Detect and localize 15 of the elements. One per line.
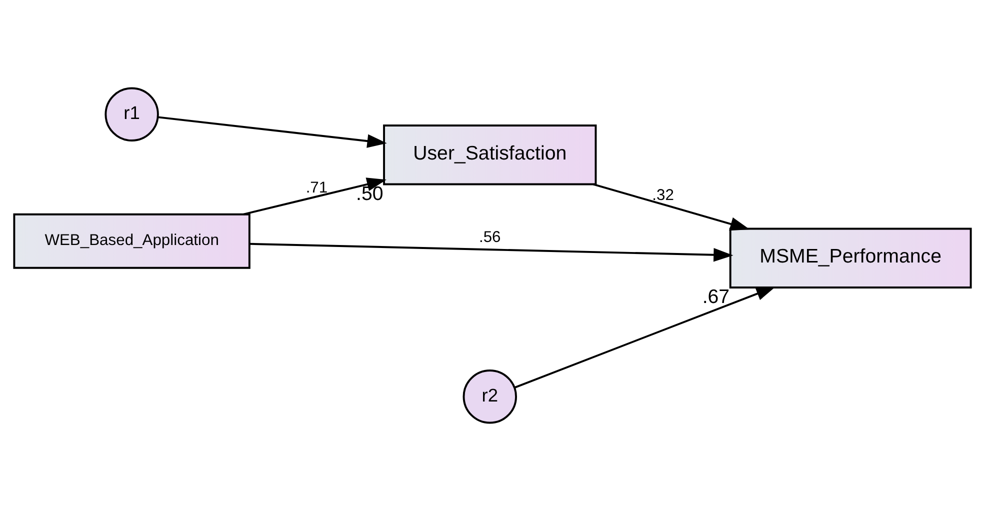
node-circle: r2	[462, 370, 517, 424]
node-circle: r1	[104, 87, 159, 142]
node-label: .50	[356, 182, 384, 205]
edge-label: .32	[652, 187, 674, 204]
arrow	[158, 116, 387, 148]
node-label: .67	[702, 286, 730, 308]
node-box: WEB_Based_Application	[13, 213, 250, 269]
arrow	[593, 183, 750, 231]
arrow	[250, 242, 734, 262]
arrow	[514, 286, 776, 388]
arrow	[243, 178, 386, 216]
node-box: User_Satisfaction	[383, 124, 597, 186]
edge-label: .56	[478, 228, 501, 246]
node-box: MSME_Performance	[729, 228, 972, 288]
edge-label: .71	[306, 179, 328, 196]
